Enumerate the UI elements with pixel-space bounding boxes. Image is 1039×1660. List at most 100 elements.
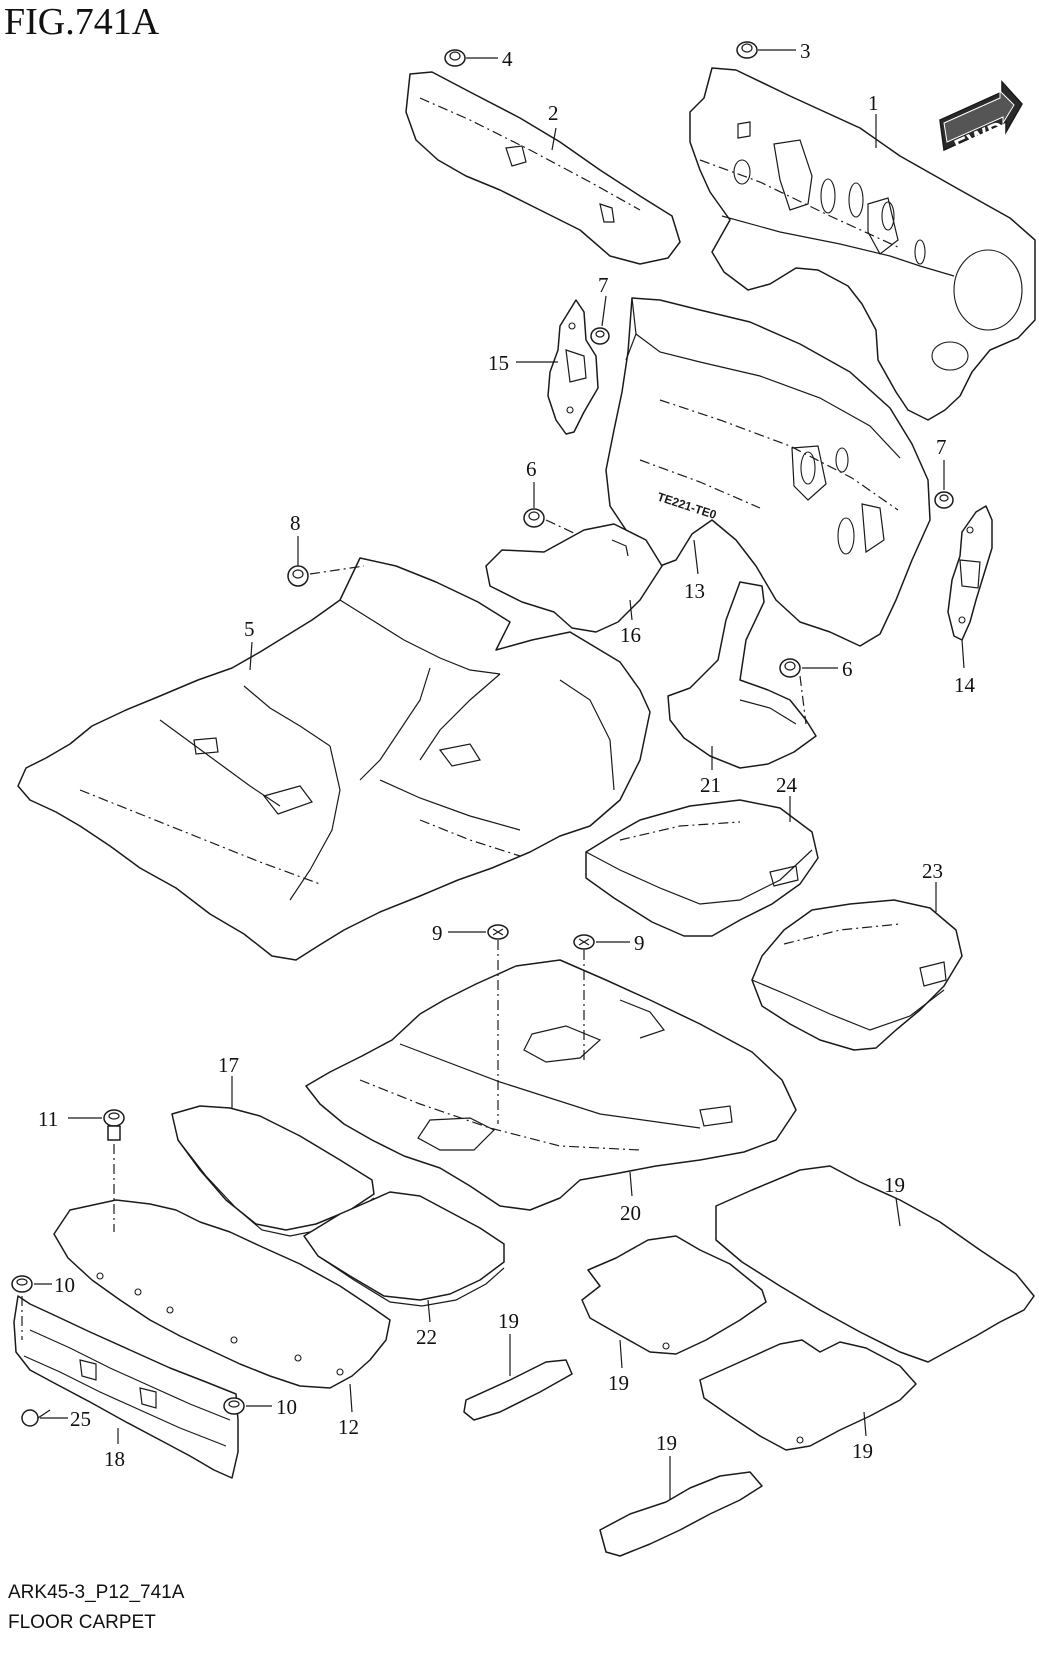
callout-19-middle-left: 19 [608, 1339, 629, 1395]
part-11-clip [103, 1109, 125, 1141]
part-14-side-bracket [947, 505, 993, 641]
svg-text:20: 20 [620, 1201, 641, 1225]
svg-text:2: 2 [548, 101, 559, 125]
callout-19-small: 19 [498, 1309, 519, 1376]
svg-text:6: 6 [842, 657, 853, 681]
svg-text:6: 6 [526, 457, 537, 481]
part-2-dash-upper-panel [405, 71, 681, 265]
svg-text:19: 19 [656, 1431, 677, 1455]
figure-title: FIG.741A [4, 1, 160, 43]
callout-19-large: 19 [884, 1173, 905, 1227]
svg-text:16: 16 [620, 623, 641, 647]
part-23-luggage-box-2 [751, 899, 963, 1051]
part-25-screw [21, 1409, 51, 1427]
callout-25: 25 [40, 1407, 91, 1431]
callout-8: 8 [290, 511, 301, 566]
part-4-clip [444, 49, 466, 67]
svg-text:10: 10 [276, 1395, 297, 1419]
svg-text:13: 13 [684, 579, 705, 603]
callout-7-upper: 7 [598, 273, 609, 327]
part-6-clip-upper [523, 508, 545, 528]
callout-15: 15 [488, 351, 558, 375]
svg-text:7: 7 [598, 273, 609, 297]
part-19-mat-bottom [599, 1471, 763, 1557]
part-19-mat-middle-right [699, 1339, 917, 1451]
callout-5: 5 [244, 617, 255, 671]
svg-text:19: 19 [498, 1309, 519, 1333]
assembly-lines [21, 519, 807, 1340]
callout-16: 16 [620, 599, 641, 647]
svg-text:14: 14 [954, 673, 976, 697]
part-9-clip-right [573, 934, 595, 950]
part-19-mat-small [463, 1359, 573, 1421]
part-20-rear-floor-carpet [305, 959, 797, 1211]
part-16-side-silencer [485, 523, 663, 633]
callout-4: 4 [466, 47, 513, 71]
callout-24: 24 [776, 773, 798, 822]
callout-22: 22 [416, 1299, 437, 1349]
callout-10-lower: 10 [246, 1395, 297, 1419]
callout-21: 21 [700, 746, 721, 797]
callout-6-lower: 6 [802, 657, 853, 681]
svg-text:22: 22 [416, 1325, 437, 1349]
callout-12: 12 [338, 1383, 359, 1439]
part-12-luggage-floor-mat [53, 1199, 391, 1389]
part-3-clip [736, 41, 758, 59]
part-19-mat-large [715, 1165, 1035, 1363]
svg-text:11: 11 [38, 1107, 58, 1131]
callout-6-upper: 6 [526, 457, 537, 508]
part-22-rear-floor-board-2 [303, 1191, 505, 1307]
part-6-clip-lower [779, 658, 801, 678]
part-24-luggage-box [585, 799, 819, 937]
callout-10-upper: 10 [34, 1273, 75, 1297]
part-18-rear-end-trim [13, 1295, 239, 1479]
callout-3: 3 [758, 39, 811, 63]
callout-9-left: 9 [432, 921, 486, 945]
svg-text:18: 18 [104, 1447, 125, 1471]
svg-text:19: 19 [852, 1439, 873, 1463]
figure-code: ARK45-3_P12_741A [8, 1582, 185, 1603]
svg-text:9: 9 [432, 921, 443, 945]
svg-text:24: 24 [776, 773, 798, 797]
part-7-clip-lower [934, 491, 954, 509]
part-5-front-floor-carpet [17, 557, 651, 961]
callout-19-middle-right: 19 [852, 1411, 873, 1463]
svg-text:17: 17 [218, 1053, 239, 1077]
part-10-clip-lower [223, 1397, 245, 1415]
callout-1: 1 [868, 91, 879, 148]
svg-text:19: 19 [608, 1371, 629, 1395]
callout-9-right: 9 [596, 931, 645, 955]
svg-text:19: 19 [884, 1173, 905, 1197]
callout-7-lower: 7 [936, 435, 947, 490]
part-15-side-bracket [547, 299, 599, 435]
part-1-dash-silencer [689, 67, 1036, 421]
callout-2: 2 [548, 101, 559, 151]
svg-text:8: 8 [290, 511, 301, 535]
svg-text:23: 23 [922, 859, 943, 883]
callout-11: 11 [38, 1107, 102, 1131]
part-21-tunnel-silencer [667, 581, 817, 769]
callout-17: 17 [218, 1053, 239, 1108]
callouts: 1 2 3 4 5 6 6 [34, 39, 976, 1500]
callout-18: 18 [104, 1428, 125, 1471]
svg-text:15: 15 [488, 351, 509, 375]
svg-text:4: 4 [502, 47, 513, 71]
svg-text:21: 21 [700, 773, 721, 797]
svg-text:5: 5 [244, 617, 255, 641]
part-10-clip-upper [11, 1275, 33, 1293]
svg-text:12: 12 [338, 1415, 359, 1439]
callout-13: 13 [684, 539, 705, 603]
fwd-arrow-icon: FWD [939, 80, 1023, 160]
svg-text:9: 9 [634, 931, 645, 955]
callout-14: 14 [954, 639, 976, 697]
svg-text:10: 10 [54, 1273, 75, 1297]
part-7-clip-upper [590, 327, 610, 345]
callout-20: 20 [620, 1171, 641, 1225]
part-8-clip [287, 565, 309, 587]
svg-text:3: 3 [800, 39, 811, 63]
svg-text:7: 7 [936, 435, 947, 459]
svg-text:1: 1 [868, 91, 879, 115]
part-13-dash-insulator: TE221-TE0 [605, 297, 931, 647]
